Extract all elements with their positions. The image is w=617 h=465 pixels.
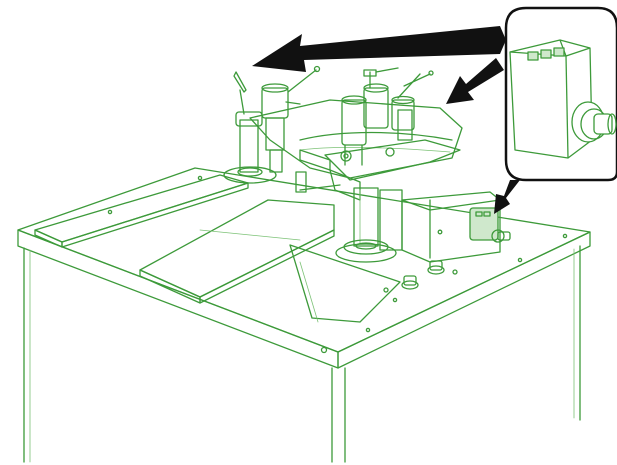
screw [517,257,523,263]
arrow-down [494,180,520,214]
turret-arm [249,99,463,201]
screw [107,209,113,215]
screw [320,346,328,354]
detail-button [553,47,565,57]
machine-illustration [17,65,591,463]
arrow-right [446,58,504,104]
left-lever [233,71,247,93]
arrows [252,26,520,214]
screw [197,175,203,181]
table-edge-right [337,231,591,369]
table-knobs [383,260,458,303]
front-tray [139,199,335,304]
control-box-detail [509,39,617,159]
center-column [335,187,403,263]
left-column [223,65,321,184]
base-plate [289,244,401,323]
left-guide-plate [34,174,249,248]
arrow-left [252,26,506,72]
detail-button [527,51,539,61]
screw [562,233,568,239]
control-housing [401,191,511,263]
cabinet [17,167,591,463]
detail-button [540,49,552,59]
screw [365,327,371,333]
table-edge-left [17,229,339,369]
right-head [341,67,434,166]
control-box-callout [504,6,617,182]
